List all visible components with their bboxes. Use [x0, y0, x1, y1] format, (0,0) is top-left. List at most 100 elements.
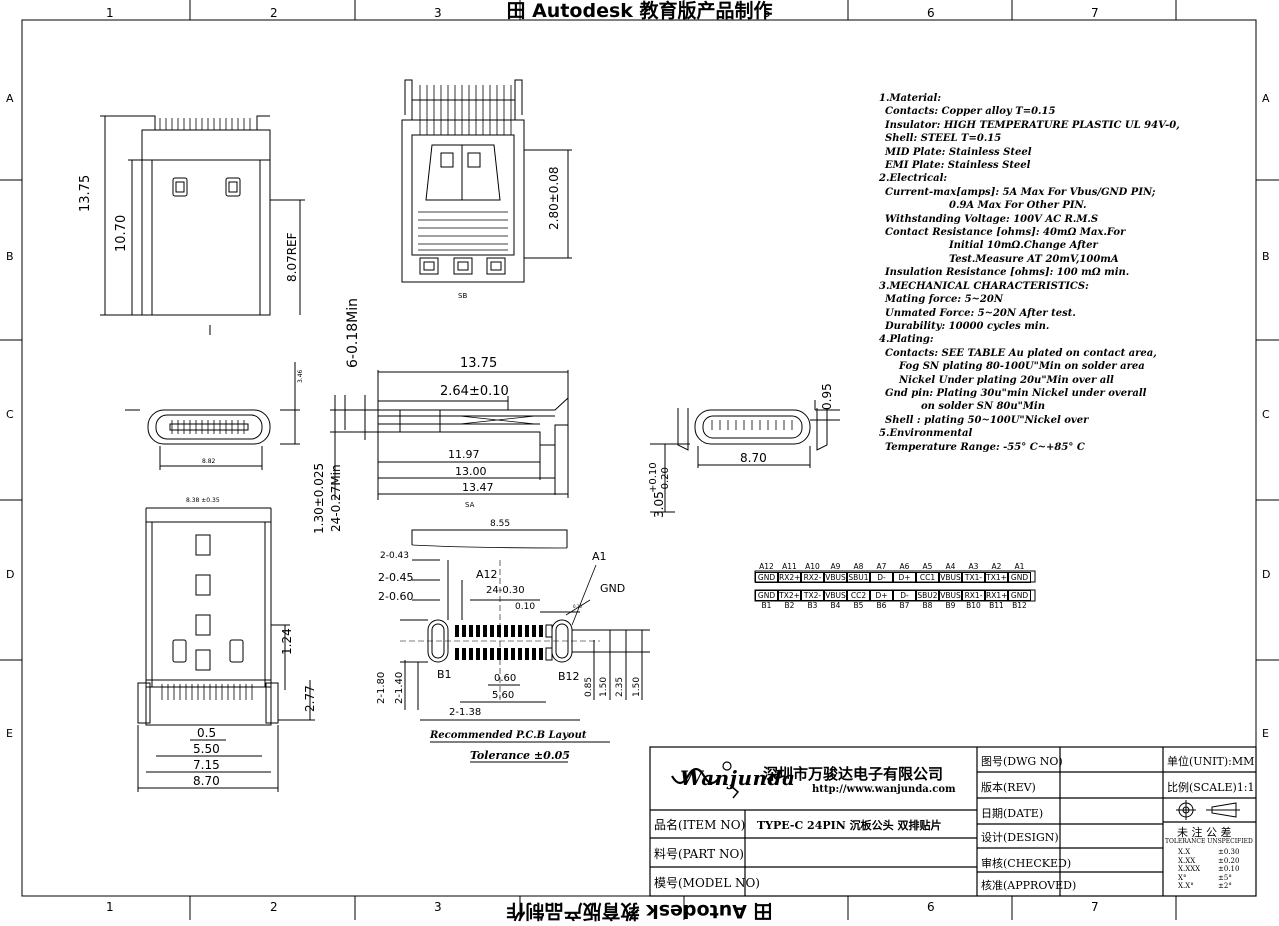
pin-label: B2	[784, 601, 795, 610]
col-label: 2	[270, 6, 278, 20]
tolerance-grade: X°	[1178, 873, 1187, 882]
dim-rear-tol-plus: +0.10	[648, 462, 659, 493]
notes-plating-line: Nickel Under plating 20u"Min over all	[899, 374, 1114, 386]
pin-signal: GND	[1008, 572, 1031, 583]
pin-signal: TX1+	[985, 572, 1008, 583]
pin-signal: RX1-	[962, 590, 985, 601]
pin-label: B1	[761, 601, 772, 610]
unit-label: 单位(UNIT):MM	[1167, 755, 1255, 768]
dim-side-13-00: 13.00	[455, 465, 487, 478]
tolerance-title: 未 注 公 差	[1177, 826, 1232, 839]
dim-rear-8-70: 8.70	[740, 451, 767, 465]
dim-pcb-2-35: 2.35	[615, 676, 625, 697]
dim-rear-3-05: 3.05	[652, 491, 666, 518]
dim-pcb-5-60: 5.60	[492, 690, 515, 701]
row-label: D	[1262, 568, 1271, 581]
pin-signal: D+	[893, 572, 916, 583]
notes-material-line: EMI Plate: Stainless Steel	[885, 160, 1031, 172]
tolerance-value: ±5°	[1218, 873, 1232, 882]
pin-label: A6	[899, 562, 910, 571]
pin-label: A8	[853, 562, 864, 571]
technical-notes: 1.Material: Contacts: Copper alloy T=0.1…	[879, 92, 1180, 454]
pin-signal: VBUS	[824, 572, 847, 583]
dim-pcb-b1: B1	[437, 668, 452, 681]
company-name: 深圳市万骏达电子有限公司	[763, 765, 944, 783]
row-label: E	[6, 727, 13, 740]
dim-pcb-24-030: 24-0.30	[486, 585, 525, 596]
notes-plating-line: Contacts: SEE TABLE Au plated on contact…	[885, 347, 1157, 359]
model-no-label: 模号(MODEL NO)	[654, 876, 760, 890]
wanjunda-logo-shape	[671, 761, 740, 799]
pin-label: B5	[853, 601, 864, 610]
pcb-layout-title: Recommended P.C.B Layout	[430, 730, 587, 741]
notes-plating-title: 4.Plating:	[879, 334, 934, 346]
notes-mechanical-line: Unmated Force: 5~20N After test.	[885, 307, 1076, 319]
tolerance-row: X.X ±0.30	[1178, 848, 1239, 857]
notes-electrical-line: Insulation Resistance [ohms]: 100 mΩ min…	[885, 267, 1130, 279]
row-label: A	[1262, 92, 1270, 105]
pcb-layout-view	[400, 529, 650, 763]
notes-electrical-line: 0.9A Max For Other PIN.	[949, 200, 1087, 212]
pin-label: A10	[805, 562, 820, 571]
dim-bottom-2-77: 2.77	[303, 685, 317, 712]
tolerance-grade: X.X	[1178, 848, 1191, 856]
company-url: http://www.wanjunda.com	[812, 784, 956, 795]
dim-pcb-2-138: 2-1.38	[449, 707, 482, 718]
col-label: 7	[1091, 900, 1099, 914]
notes-material-title: 1.Material:	[879, 93, 942, 104]
tolerance-grade: X.XXX	[1178, 865, 1201, 873]
notes-plating-line: Fog SN plating 80-100U"Min on solder are…	[899, 361, 1145, 373]
dwg-no-label: 图号(DWG NO)	[981, 755, 1063, 768]
column-ticks	[189, 0, 1177, 920]
pin-label: A11	[782, 562, 797, 571]
pin-signal: VBUS	[939, 572, 962, 583]
pin-label: B8	[922, 601, 933, 610]
dim-pcb-2-043: 2-0.43	[380, 551, 410, 561]
notes-electrical-line: Contact Resistance [ohms]: 40mΩ Max.For	[885, 227, 1126, 239]
pin-signal: GND	[755, 572, 778, 583]
notes-material-line: Insulator: HIGH TEMPERATURE PLASTIC UL 9…	[885, 119, 1180, 131]
pin-signal: SBU1	[847, 572, 870, 583]
bottom-view	[137, 507, 315, 792]
tolerance-row: X.XX±0.20	[1178, 857, 1239, 866]
col-label: 1	[106, 6, 114, 20]
pin-signal: VBUS	[939, 590, 962, 601]
dim-side-13-47: 13.47	[462, 481, 494, 494]
label-sb: SB	[458, 292, 468, 300]
drawing-border	[21, 19, 1257, 897]
notes-electrical-line: Initial 10mΩ.Change After	[949, 240, 1098, 252]
dim-pcb-1-50b: 1.50	[632, 676, 642, 697]
scale-label: 比例(SCALE)1:1	[1167, 781, 1255, 794]
dim-port-8-82: 8.82	[202, 458, 216, 465]
row-label: B	[1262, 250, 1270, 263]
pin-signal: GND	[755, 590, 778, 601]
dim-side-11-97: 11.97	[448, 448, 480, 461]
notes-mechanical-title: 3.MECHANICAL CHARACTERISTICS:	[879, 280, 1089, 292]
dim-bottom-top: 8.38 ±0.35	[186, 497, 220, 504]
dim-pcb-2-060: 2-0.60	[378, 590, 414, 603]
dim-pcb-8-55: 8.55	[490, 519, 511, 529]
tolerance-value: ±0.30	[1218, 848, 1240, 856]
dim-bottom-1-24: 1.24	[280, 628, 294, 655]
row-ticks	[0, 179, 1279, 661]
dim-pcb-a12: A12	[476, 568, 498, 581]
notes-environment-title: 5.Environmental	[879, 428, 973, 440]
notes-mechanical-line: Mating force: 5~20N	[885, 294, 1003, 306]
tolerance-row: X.XXX±0.10	[1178, 865, 1239, 874]
row-label: C	[1262, 408, 1270, 421]
dim-pcb-0-30: 0.30	[573, 604, 582, 609]
dim-pcb-2-180: 2-1.80	[376, 671, 387, 704]
dim-port-3-46: 3.46	[297, 369, 304, 383]
pin-signal: TX2-	[801, 590, 824, 601]
pin-label: A7	[876, 562, 887, 571]
side-view	[330, 370, 569, 500]
pcb-tolerance: Tolerance ±0.05	[470, 749, 570, 762]
pin-signal: TX2+	[778, 590, 801, 601]
dim-rear-0-95: 0.95	[820, 383, 834, 410]
dim-bottom-0-5: 0.5	[197, 726, 217, 740]
dim-front-13-75: 13.75	[78, 174, 93, 212]
